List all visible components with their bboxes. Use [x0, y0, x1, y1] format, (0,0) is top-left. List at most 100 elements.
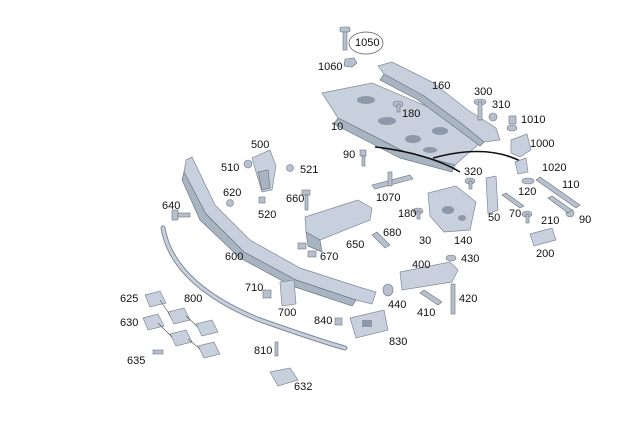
bracket-650-callout[interactable]: 650 [346, 239, 365, 251]
bracket-500-callout[interactable]: 500 [251, 139, 270, 151]
absorber-400 [399, 261, 459, 291]
line-1070-left [374, 146, 461, 173]
bracket-500 [251, 149, 277, 193]
clip-1020-callout[interactable]: 1020 [542, 162, 567, 174]
strip-1070-callout[interactable]: 1070 [376, 192, 401, 204]
holder-632-callout[interactable]: 632 [294, 381, 313, 393]
sensor-holder-630 [142, 313, 221, 359]
nut-1060 [343, 57, 358, 68]
screw-635 [152, 349, 164, 355]
screw-120 [521, 177, 535, 185]
screw-430 [445, 254, 457, 262]
screw-410 [419, 289, 443, 306]
holder-200-callout[interactable]: 200 [536, 248, 555, 260]
bolt-90-left [359, 149, 367, 167]
bolt-90-right-callout[interactable]: 90 [579, 214, 592, 226]
bolt-680 [371, 231, 391, 249]
screw-180-mid [412, 207, 424, 220]
screw-320 [464, 177, 476, 190]
clip-670 [297, 242, 317, 258]
nut-1060-callout[interactable]: 1060 [318, 61, 343, 73]
bolt-90-right [547, 195, 573, 214]
clip-520 [258, 196, 266, 204]
screw-300-callout[interactable]: 300 [474, 86, 493, 98]
screw-430-callout[interactable]: 430 [461, 253, 480, 265]
nut-1010 [506, 115, 518, 132]
trim-800 [160, 225, 348, 351]
bolt-420 [450, 283, 456, 315]
carrier-10 [321, 82, 489, 173]
nut-521-callout[interactable]: 521 [300, 164, 319, 176]
bolt-1050 [339, 26, 384, 55]
screw-180-mid-callout[interactable]: 180 [398, 208, 417, 220]
plate-50-callout[interactable]: 50 [488, 212, 501, 224]
absorber-400-callout[interactable]: 400 [412, 259, 431, 271]
screw-70-callout[interactable]: 70 [509, 208, 522, 220]
screw-635-callout[interactable]: 635 [127, 355, 146, 367]
clip-510-callout[interactable]: 510 [221, 162, 240, 174]
sensor-holder-625-callout[interactable]: 625 [120, 293, 139, 305]
nut-521 [286, 164, 294, 172]
bracket-1000 [510, 133, 532, 158]
insert-140-callout[interactable]: 140 [454, 235, 473, 247]
clip-670-callout[interactable]: 670 [320, 251, 339, 263]
bolt-660 [301, 189, 311, 211]
rod-110-callout[interactable]: 110 [562, 179, 580, 191]
bolt-640-callout[interactable]: 640 [162, 200, 181, 212]
screw-810 [274, 341, 279, 357]
clip-520-callout[interactable]: 520 [258, 209, 277, 221]
bracket-30 [427, 185, 477, 233]
carrier-10-callout[interactable]: 10 [331, 121, 344, 133]
bracket-830-callout[interactable]: 830 [389, 336, 408, 348]
screw-180-top [392, 100, 404, 113]
bumper-600-callout[interactable]: 600 [225, 251, 244, 263]
bolt-420-callout[interactable]: 420 [459, 293, 478, 305]
screw-300 [473, 98, 487, 121]
bolt-1050-callout[interactable]: 1050 [355, 37, 380, 49]
screw-410-callout[interactable]: 410 [417, 307, 436, 319]
bracket-160 [377, 61, 501, 147]
bolt-660-callout[interactable]: 660 [286, 193, 305, 205]
screw-710 [262, 289, 272, 299]
nut-310-callout[interactable]: 310 [492, 99, 511, 111]
clip-840-callout[interactable]: 840 [314, 315, 333, 327]
clip-1020 [514, 157, 529, 175]
plate-50 [485, 175, 499, 215]
holder-200 [529, 227, 557, 247]
screw-210 [521, 210, 533, 224]
nut-620-callout[interactable]: 620 [223, 187, 242, 199]
sensor-holder-630-callout[interactable]: 630 [120, 317, 139, 329]
trim-800-callout[interactable]: 800 [184, 293, 203, 305]
bolt-640 [171, 209, 191, 221]
clip-510 [243, 159, 253, 169]
bracket-1000-callout[interactable]: 1000 [530, 138, 555, 150]
nut-620 [226, 199, 234, 207]
nut-310 [488, 112, 498, 122]
bracket-830 [349, 309, 389, 339]
nut-1010-callout[interactable]: 1010 [521, 114, 546, 126]
nut-440-callout[interactable]: 440 [388, 299, 407, 311]
bracket-700-callout[interactable]: 700 [278, 307, 297, 319]
bracket-650 [304, 199, 373, 253]
screw-180-top-callout[interactable]: 180 [402, 108, 421, 120]
bolt-680-callout[interactable]: 680 [383, 227, 402, 239]
clip-840 [334, 317, 343, 326]
bracket-700 [279, 279, 297, 307]
line-1070-right [432, 150, 523, 163]
strip-1070 [371, 171, 414, 190]
bumper-600 [181, 156, 377, 307]
bracket-30-callout[interactable]: 30 [419, 235, 432, 247]
nut-440 [382, 283, 394, 297]
sensor-holder-625 [144, 290, 219, 337]
screw-320-callout[interactable]: 320 [464, 166, 483, 178]
screw-810-callout[interactable]: 810 [254, 345, 273, 357]
screw-710-callout[interactable]: 710 [245, 282, 264, 294]
screw-70 [501, 192, 525, 209]
bolt-90-left-callout[interactable]: 90 [343, 149, 356, 161]
screw-210-callout[interactable]: 210 [541, 215, 560, 227]
screw-120-callout[interactable]: 120 [518, 186, 537, 198]
holder-632 [269, 367, 299, 387]
bracket-160-callout[interactable]: 160 [432, 80, 451, 92]
